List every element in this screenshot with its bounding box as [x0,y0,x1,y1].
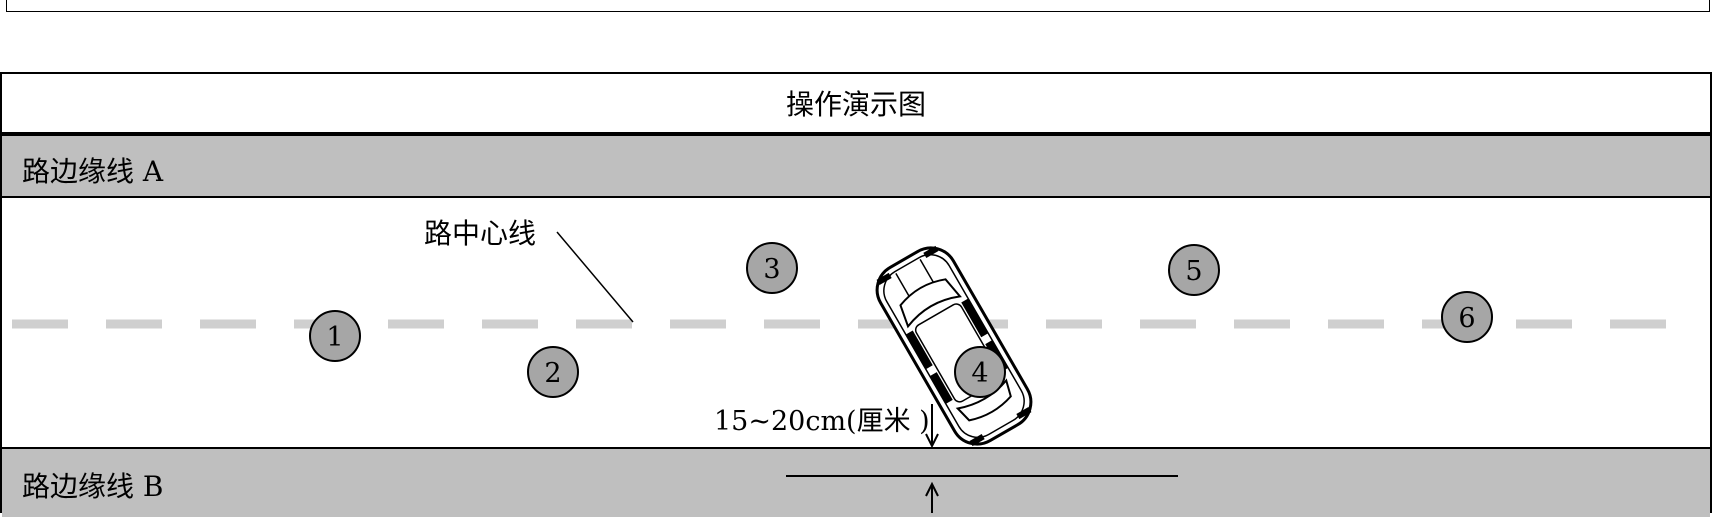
position-marker-6: 6 [1441,291,1493,343]
road-edge-a: 路边缘线 A [2,134,1710,198]
position-marker-2: 2 [527,346,579,398]
position-marker-1-label: 1 [326,322,343,353]
position-marker-2-label: 2 [544,358,561,389]
demo-panel: 操作演示图 路边缘线 A 路边缘线 B [0,72,1712,517]
position-marker-6-label: 6 [1458,303,1475,334]
position-marker-5: 5 [1168,244,1220,296]
road-edge-b: 路边缘线 B [2,447,1710,517]
distance-arrow-down-icon [925,404,939,449]
position-marker-1: 1 [309,310,361,362]
position-marker-3-label: 3 [763,254,780,285]
position-marker-3: 3 [746,242,798,294]
car-icon [875,245,1033,447]
road-edge-a-label: 路边缘线 A [22,155,164,188]
position-marker-5-label: 5 [1185,256,1202,287]
road-edge-b-label: 路边缘线 B [22,470,164,503]
top-frame-border [6,0,1710,12]
center-line-label: 路中心线 [424,217,536,250]
panel-title: 操作演示图 [2,74,1710,134]
center-line-pointer [556,231,634,323]
distance-label: 15~20cm(厘米 ) [714,406,930,437]
distance-arrow-up-icon [925,481,939,513]
panel-title-text: 操作演示图 [785,88,926,121]
position-marker-4-label: 4 [971,358,988,389]
position-marker-4: 4 [954,346,1006,398]
